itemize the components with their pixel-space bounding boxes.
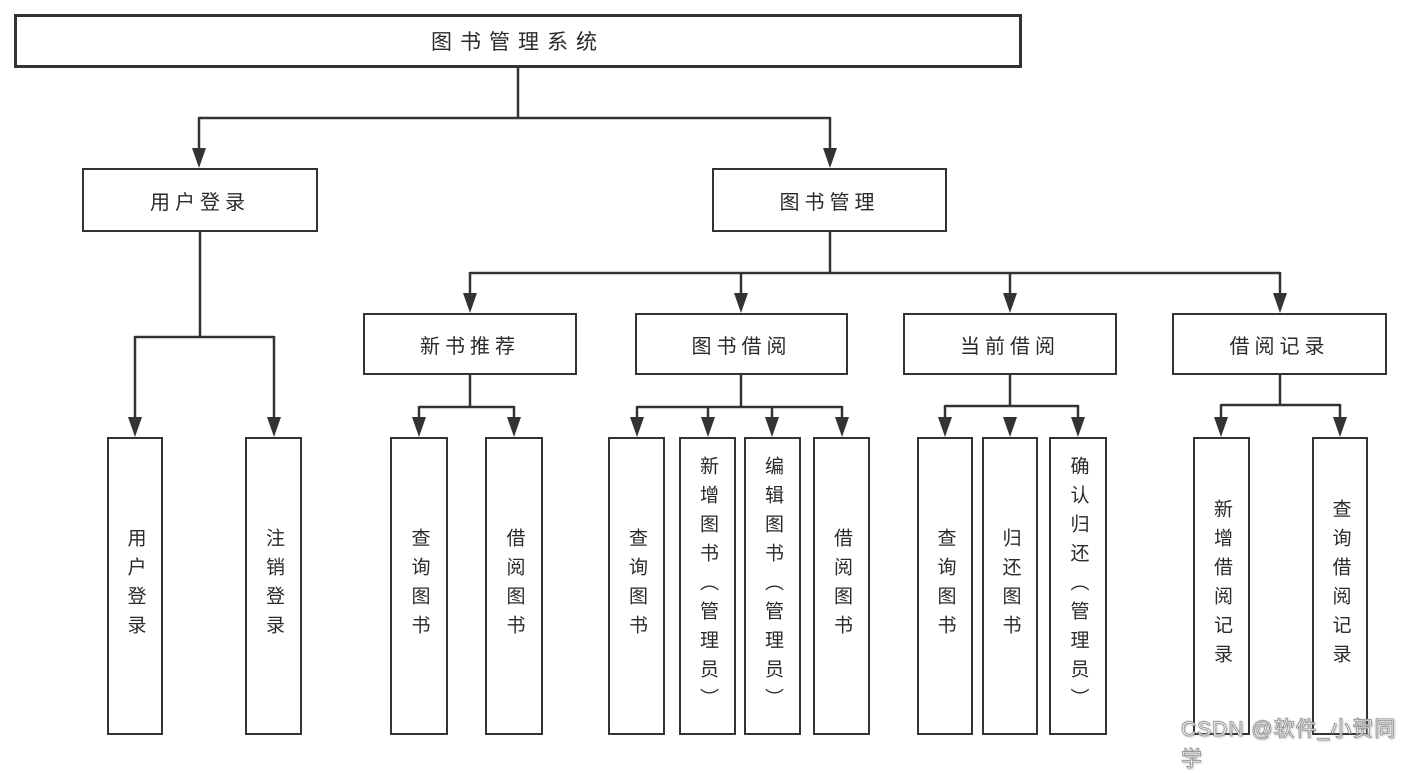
arrowhead-icons	[128, 148, 1347, 437]
leaf-add-books-admin: 新增图书（管理员）	[679, 437, 736, 735]
node-book-borrowing: 图书借阅	[635, 313, 848, 375]
node-borrowing-records: 借阅记录	[1172, 313, 1387, 375]
connector-layer	[128, 67, 1347, 437]
leaf-query-books-recommend: 查询图书	[390, 437, 448, 735]
csdn-watermark: CSDN @软件_小贺同学	[1181, 718, 1397, 772]
leaf-logout: 注销登录	[245, 437, 302, 735]
leaf-confirm-return-admin: 确认归还（管理员）	[1049, 437, 1107, 735]
node-book-management: 图书管理	[712, 168, 947, 232]
leaf-edit-books-admin: 编辑图书（管理员）	[744, 437, 801, 735]
leaf-query-books-current: 查询图书	[917, 437, 973, 735]
leaf-return-books: 归还图书	[982, 437, 1038, 735]
node-current-borrowing: 当前借阅	[903, 313, 1117, 375]
leaf-borrow-books-recommend: 借阅图书	[485, 437, 543, 735]
leaf-borrow-books: 借阅图书	[813, 437, 870, 735]
leaf-add-borrow-record: 新增借阅记录	[1193, 437, 1250, 735]
leaf-user-login: 用户登录	[107, 437, 163, 735]
node-user-login: 用户登录	[82, 168, 318, 232]
diagram-canvas: 图书管理系统 用户登录 图书管理 新书推荐 图书借阅 当前借阅 借阅记录 用户登…	[14, 14, 1396, 772]
node-library-system: 图书管理系统	[14, 14, 1022, 68]
leaf-query-books-borrowing: 查询图书	[608, 437, 665, 735]
leaf-query-borrow-record: 查询借阅记录	[1312, 437, 1368, 735]
node-new-book-recommend: 新书推荐	[363, 313, 577, 375]
